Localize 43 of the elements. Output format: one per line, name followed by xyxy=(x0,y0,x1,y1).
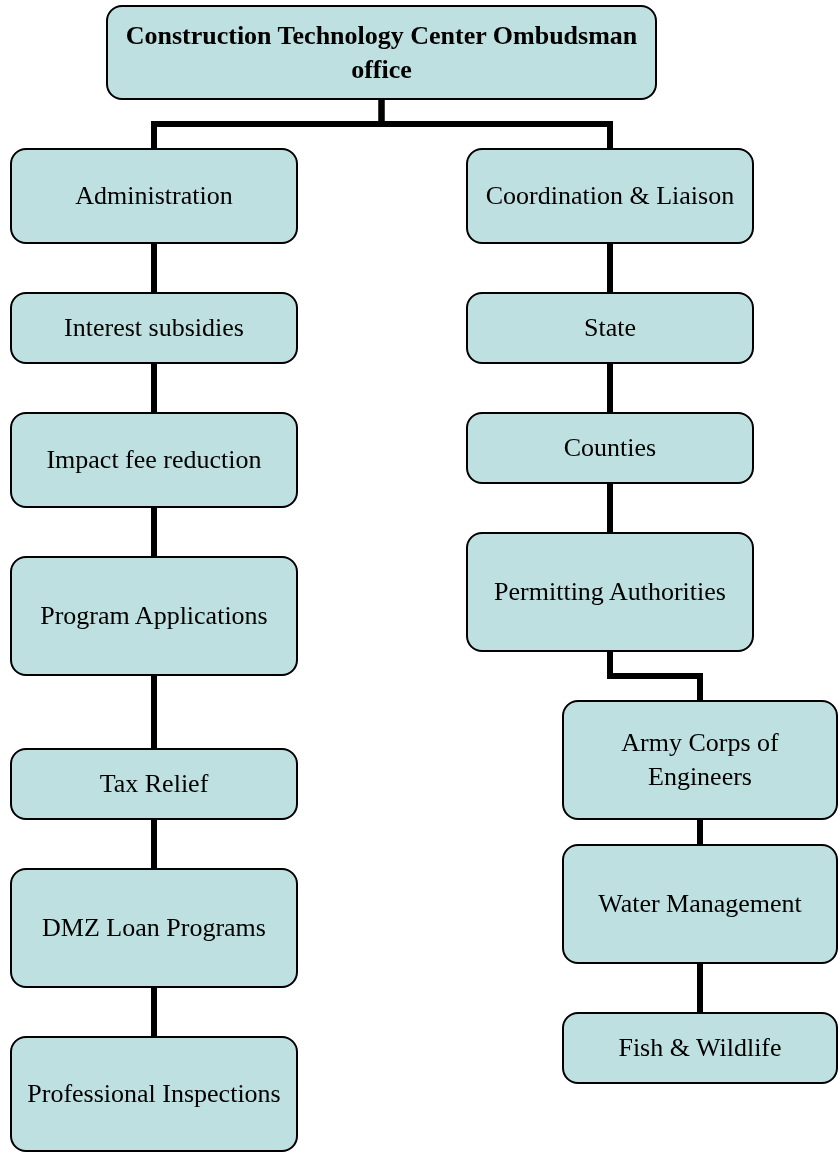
box-label: Tax Relief xyxy=(99,768,209,800)
org-box xyxy=(562,700,838,820)
connector-line xyxy=(151,988,157,1036)
connector-line xyxy=(378,100,613,148)
org-box xyxy=(10,412,298,508)
org-box xyxy=(10,292,298,364)
connector-line xyxy=(607,244,613,292)
box-label: Program Applications xyxy=(40,600,268,632)
connector-line xyxy=(151,676,157,748)
box-label: State xyxy=(584,312,636,344)
org-box xyxy=(10,748,298,820)
box-label: Construction Technology Center Ombudsman office xyxy=(124,19,639,86)
connector-line xyxy=(697,964,703,1012)
box-label: Impact fee reduction xyxy=(46,444,262,476)
box-label: Administration xyxy=(75,180,233,212)
connector-line xyxy=(151,508,157,556)
org-box xyxy=(10,148,298,244)
box-label: Water Management xyxy=(598,888,802,920)
org-box xyxy=(466,412,754,484)
box-label: Counties xyxy=(563,432,657,464)
connector-line xyxy=(151,364,157,412)
org-box xyxy=(466,532,754,652)
connector-line xyxy=(607,484,613,532)
org-box xyxy=(106,5,657,100)
connector-line xyxy=(151,820,157,868)
org-box xyxy=(562,844,838,964)
org-box xyxy=(10,1036,298,1152)
box-label: Coordination & Liaison xyxy=(485,180,735,212)
box-label: Army Corps of Engineers xyxy=(620,727,780,793)
org-box xyxy=(562,1012,838,1084)
box-label: Permitting Authorities xyxy=(494,576,726,608)
connector-line xyxy=(607,364,613,412)
connector-line xyxy=(151,244,157,292)
box-label: DMZ Loan Programs xyxy=(42,912,266,944)
org-box xyxy=(10,556,298,676)
box-label: Professional Inspections xyxy=(27,1078,281,1110)
org-box xyxy=(466,148,754,244)
org-box xyxy=(10,868,298,988)
connector-line xyxy=(607,652,703,700)
box-label: Interest subsidies xyxy=(64,312,244,344)
org-box xyxy=(466,292,754,364)
box-label: Fish & Wildlife xyxy=(618,1032,782,1064)
connector-line xyxy=(697,820,703,844)
